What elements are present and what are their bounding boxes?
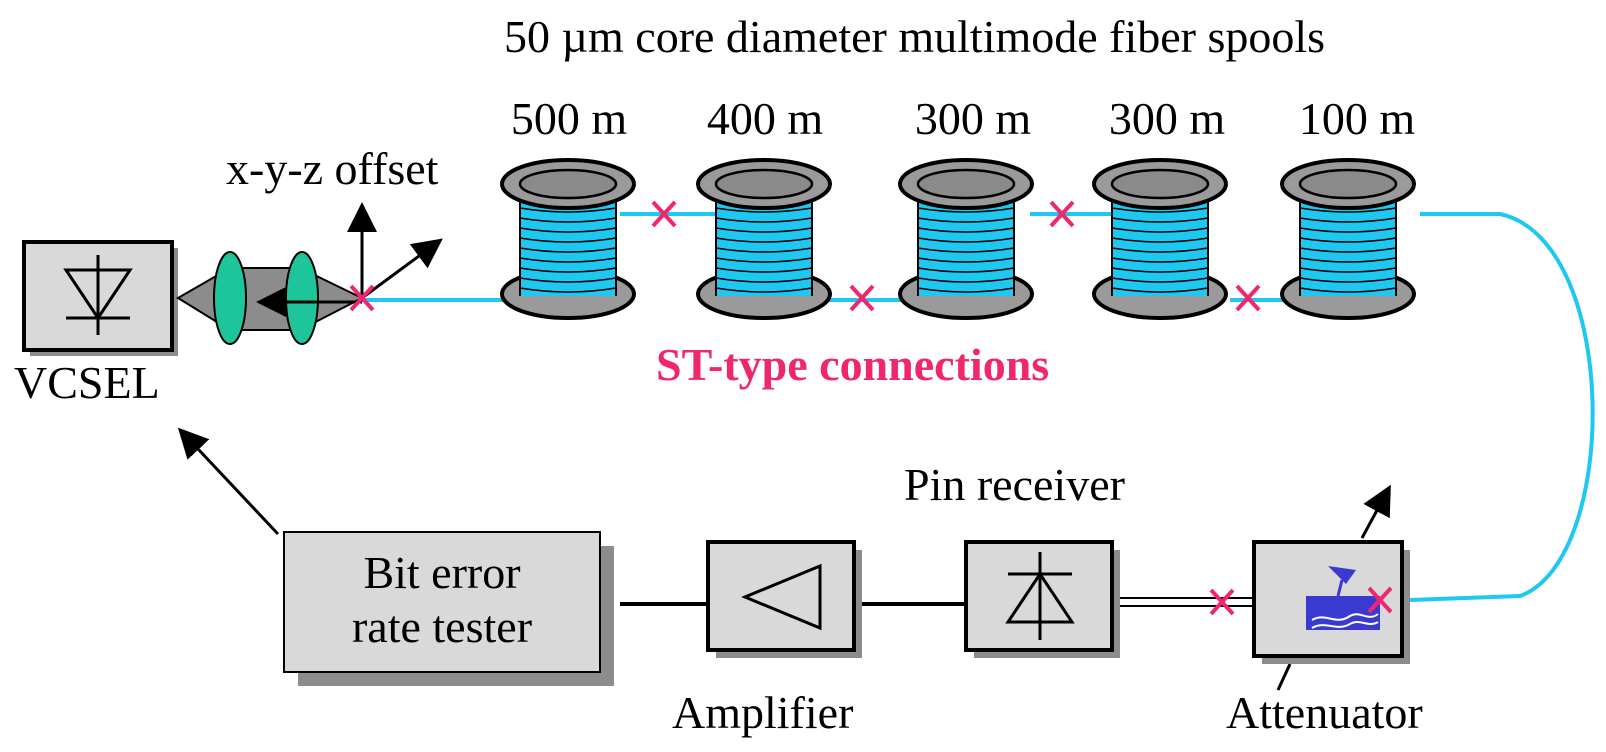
lens-icon <box>213 251 247 345</box>
connector-x-icon <box>349 284 375 312</box>
amplifier-triangle-icon <box>741 563 822 631</box>
st-connectors <box>349 200 1393 616</box>
lens-icon <box>285 251 319 345</box>
fiber-spool-icon <box>1092 158 1228 320</box>
spool-length-label: 300 m <box>1108 93 1226 144</box>
fiber-spools <box>500 158 1416 320</box>
amplifier-label: Amplifier <box>672 687 854 738</box>
attenuator-label: Attenuator <box>1226 687 1423 738</box>
offset-label: x-y-z offset <box>226 143 439 194</box>
attenuator-icon <box>1306 566 1380 630</box>
pin-receiver-label: Pin receiver <box>904 459 1125 510</box>
ber-tester-label-line2: rate tester <box>351 601 533 652</box>
fiber-spool-icon <box>696 158 832 320</box>
connector-x-icon <box>1235 284 1261 312</box>
connector-x-icon <box>1049 200 1075 228</box>
fiber-spool-icon <box>1280 158 1416 320</box>
coupling-optics <box>176 202 443 345</box>
vcsel-box <box>22 240 178 356</box>
spool-length-label: 500 m <box>510 93 628 144</box>
connector-x-icon <box>1367 586 1393 614</box>
ber-tester-box <box>283 531 614 686</box>
spool-length-label: 300 m <box>914 93 1032 144</box>
connector-x-icon <box>849 284 875 312</box>
fiber-spool-icon <box>898 158 1034 320</box>
fiber-spool-icon <box>500 158 636 320</box>
diode-icon <box>1005 552 1075 640</box>
spool-length-label: 400 m <box>706 93 824 144</box>
attenuator-box <box>1252 540 1410 664</box>
spool-length-label: 100 m <box>1298 93 1416 144</box>
pin-receiver-box <box>964 540 1120 658</box>
st-connections-label: ST-type connections <box>656 339 1050 390</box>
connector-x-icon <box>1209 588 1235 616</box>
connector-x-icon <box>651 200 677 228</box>
vcsel-label: VCSEL <box>14 357 160 408</box>
diode-icon <box>63 255 133 335</box>
amplifier-box <box>706 540 862 658</box>
diagram-title: 50 µm core diameter multimode fiber spoo… <box>504 11 1326 62</box>
ber-tester-label-line1: Bit error <box>363 547 521 598</box>
signal-wires <box>177 427 1391 691</box>
